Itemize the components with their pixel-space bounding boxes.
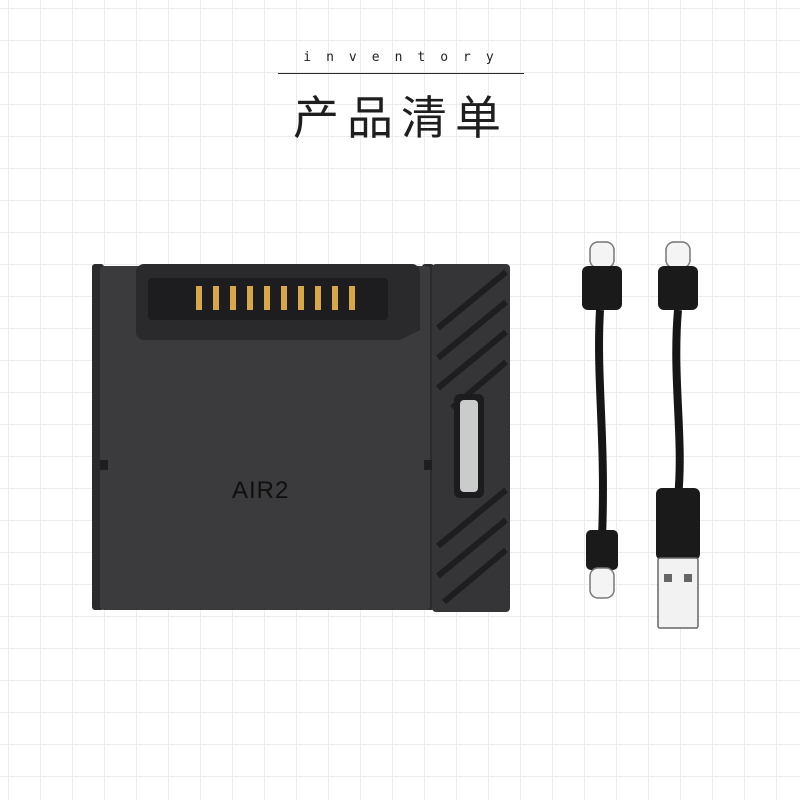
header-divider bbox=[278, 73, 524, 74]
indicator-window bbox=[460, 400, 478, 492]
page-title: 产品清单 bbox=[293, 91, 509, 145]
connector-pin bbox=[315, 286, 321, 310]
connector-pin bbox=[196, 286, 202, 310]
usb-a-to-usb-c-cable bbox=[648, 238, 708, 642]
usb-c-to-usb-c-cable bbox=[574, 238, 630, 642]
connector-pin bbox=[349, 286, 355, 310]
connector-pin bbox=[213, 286, 219, 310]
usb-c-plug bbox=[665, 241, 691, 269]
battery-adapter-image bbox=[92, 264, 510, 612]
connector-pin bbox=[264, 286, 270, 310]
connector-pin bbox=[281, 286, 287, 310]
usb-a-hole bbox=[664, 574, 672, 582]
connector-pins bbox=[196, 286, 355, 310]
usb-c-cable-image bbox=[582, 241, 622, 599]
usb-a-housing bbox=[656, 488, 700, 560]
plug-housing-top bbox=[658, 266, 698, 310]
bottom-grooves bbox=[436, 487, 508, 605]
plug-housing-bottom bbox=[586, 530, 618, 570]
right-notch bbox=[424, 460, 432, 470]
usb-a-hole bbox=[684, 574, 692, 582]
usb-a-plug bbox=[657, 557, 699, 629]
adapter-body bbox=[100, 266, 430, 610]
connector-pin bbox=[298, 286, 304, 310]
usb-c-plug-bottom bbox=[589, 567, 615, 599]
left-notch bbox=[100, 460, 108, 470]
usb-c-plug-top bbox=[589, 241, 615, 269]
battery-adapter: AIR2 bbox=[88, 258, 518, 622]
connector-pin bbox=[247, 286, 253, 310]
cable-cord bbox=[672, 309, 684, 499]
subtitle-text: inventory bbox=[303, 50, 509, 65]
adapter-label: AIR2 bbox=[232, 477, 290, 504]
connector-pin bbox=[332, 286, 338, 310]
plug-housing-top bbox=[582, 266, 622, 310]
cable-cord bbox=[595, 309, 607, 539]
usb-a-cable-image bbox=[656, 241, 700, 629]
connector-pin bbox=[230, 286, 236, 310]
